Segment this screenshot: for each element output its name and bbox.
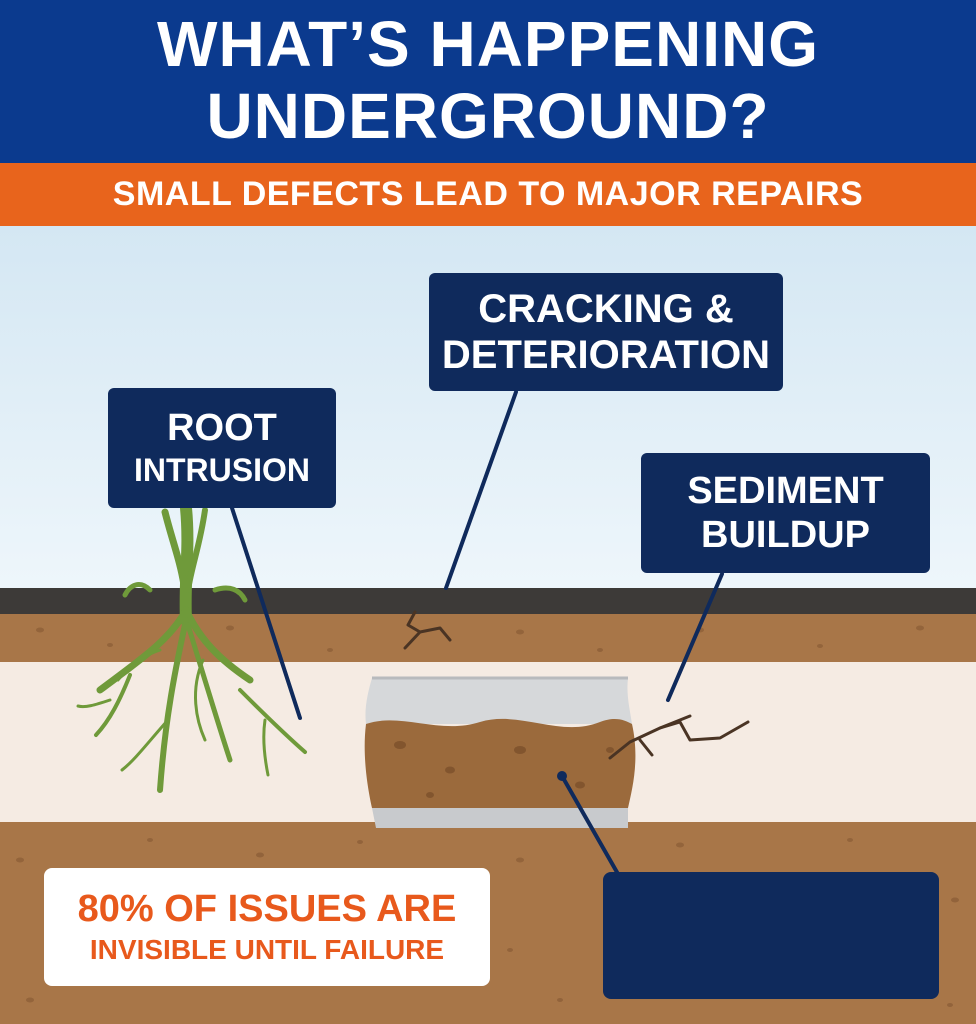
label-cracking-line-2: DETERIORATION (441, 333, 771, 377)
subheader-banner: SMALL DEFECTS LEAD TO MAJOR REPAIRS (0, 163, 976, 226)
crack-lines (403, 610, 750, 760)
pipe-crack-icon (364, 676, 636, 828)
stat-line-1: 80% OF ISSUES ARE (77, 888, 457, 930)
label-root-line-2: INTRUSION (134, 452, 310, 488)
title-line-2: UNDERGROUND? (206, 80, 770, 152)
pipe-bottom-wall (372, 808, 628, 828)
pavement-surface (0, 588, 976, 614)
sediment-pipe-icon (603, 872, 939, 999)
pipe-sediment (364, 718, 636, 808)
pipe-top-wall (365, 678, 632, 724)
label-cracking-deterioration: CRACKING & DETERIORATION (429, 273, 783, 391)
header-banner: WHAT’S HAPPENING UNDERGROUND? (0, 0, 976, 163)
label-sediment-line-2: BUILDUP (701, 514, 870, 556)
soil-speckles (16, 625, 959, 1007)
pointer-lines (230, 390, 724, 876)
label-sediment-line-1: SEDIMENT (687, 470, 884, 512)
stat-callout: 80% OF ISSUES ARE INVISIBLE UNTIL FAILUR… (44, 868, 490, 986)
subheader-text: SMALL DEFECTS LEAD TO MAJOR REPAIRS (112, 175, 864, 213)
label-root-intrusion: ROOT INTRUSION (108, 388, 336, 508)
tree-root-icon (76, 502, 307, 793)
label-cracking-line-1: CRACKING & (478, 287, 734, 331)
label-root-line-1: ROOT (167, 407, 277, 449)
stat-line-2: INVISIBLE UNTIL FAILURE (89, 934, 445, 965)
title-line-1: WHAT’S HAPPENING (157, 8, 819, 80)
pointer-dot (557, 771, 567, 781)
page-title: WHAT’S HAPPENING UNDERGROUND? (0, 8, 976, 152)
label-sediment-buildup: SEDIMENT BUILDUP (641, 453, 930, 573)
